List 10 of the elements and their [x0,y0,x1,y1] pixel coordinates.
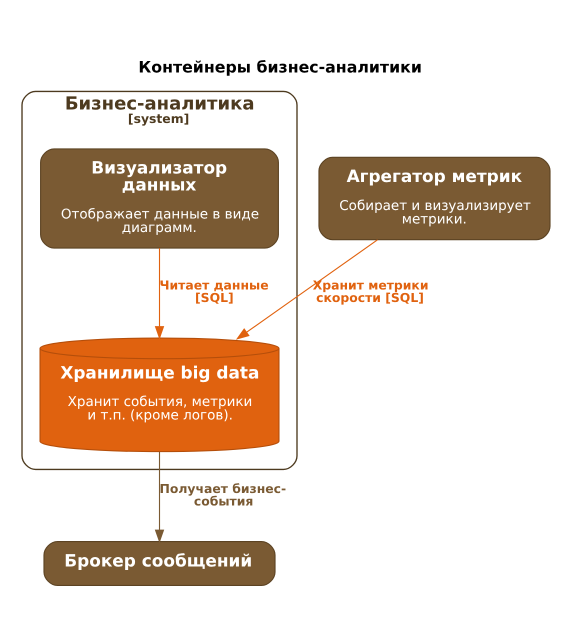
node-box: Агрегатор метрик Собирает и визуализирует метрики. [318,156,551,240]
edge-label: Читает данные [SQL] [160,278,269,305]
arrow [154,248,164,340]
node-box: Визуализатор данных Отображает данные в виде диаграмм. [40,148,279,249]
arrow [154,452,164,544]
node-box: Брокер сообщений [43,540,276,586]
edge-label: Хранит метрики скорости [SQL] [312,278,429,305]
diagram-title: Контейнеры бизнес-аналитики [138,58,422,77]
edge-label: Получает бизнес-события [160,480,286,508]
arrow [236,239,378,340]
